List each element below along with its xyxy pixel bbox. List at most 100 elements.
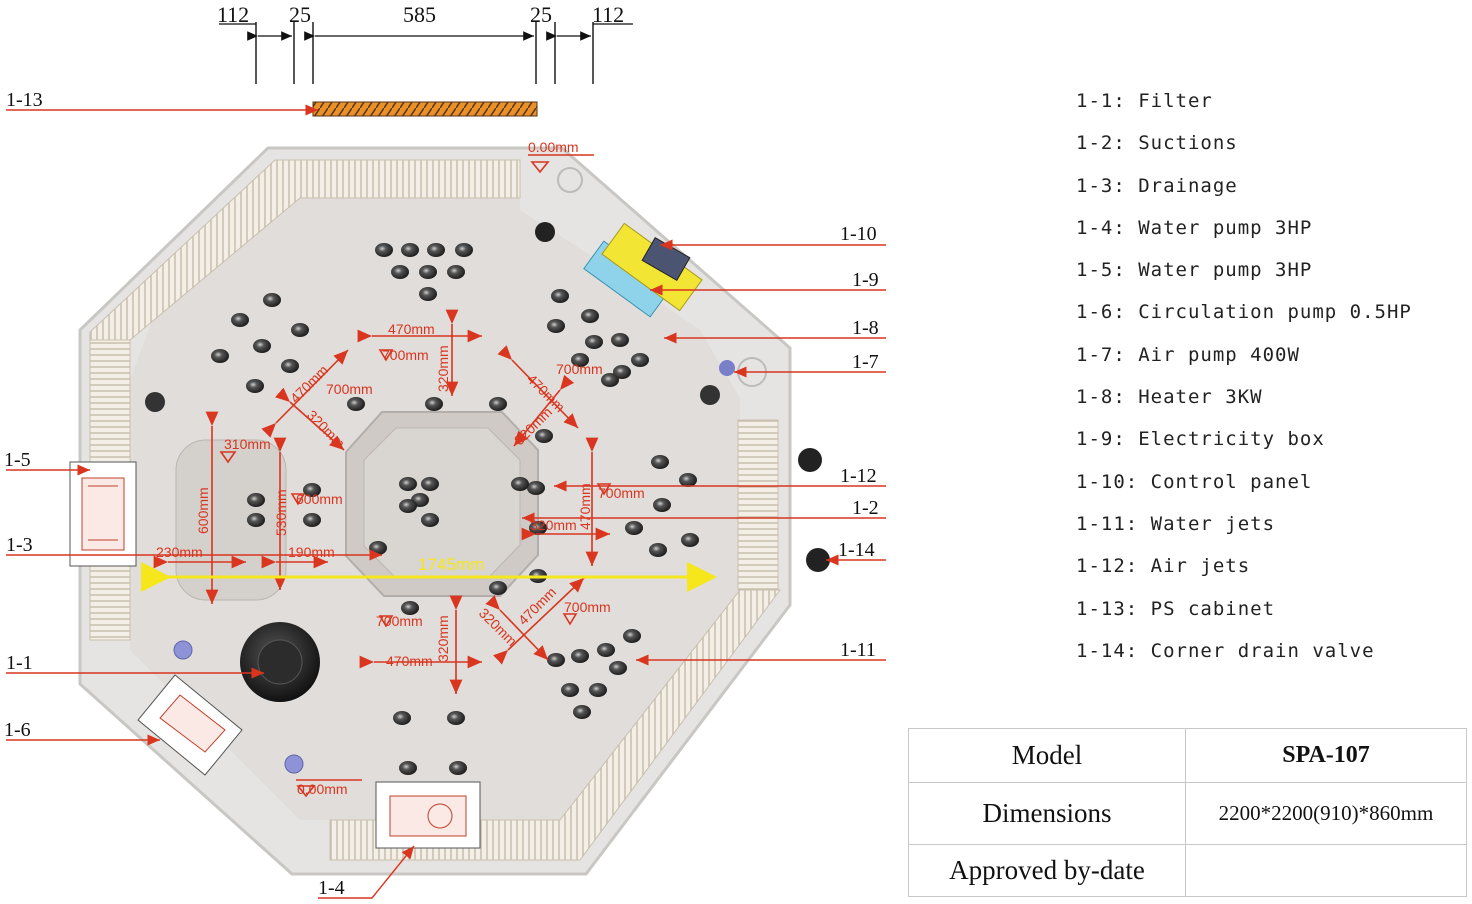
jet-nozzle-icon — [631, 353, 649, 367]
callout-1-4: 1-4 — [318, 877, 345, 899]
jet-nozzle-icon — [303, 513, 321, 527]
approved-label: Approved by-date — [908, 844, 1186, 897]
callout-1-8: 1-8 — [852, 317, 879, 339]
legend-item: 1-14: Corner drain valve — [1076, 639, 1375, 662]
dim-bottom-seat-width: 470mm — [386, 653, 433, 669]
legend-item: 1-10: Control panel — [1076, 470, 1313, 493]
jet-nozzle-icon — [447, 265, 465, 279]
jet-nozzle-icon — [623, 629, 641, 643]
jet-nozzle-icon — [611, 333, 629, 347]
callout-1-1: 1-1 — [6, 652, 33, 674]
jet-nozzle-icon — [613, 365, 631, 379]
jet-nozzle-icon — [253, 339, 271, 353]
legend-item: 1-1: Filter — [1076, 90, 1213, 112]
callout-1-3: 1-3 — [6, 534, 33, 556]
jet-nozzle-icon — [609, 661, 627, 675]
air-pump-indicator — [719, 360, 735, 376]
dim-lounger-w2: 190mm — [288, 544, 335, 560]
dim-top-seat-len: 320mm — [435, 345, 451, 392]
jet-nozzle-icon — [421, 513, 439, 527]
legend-item: 1-3: Drainage — [1076, 174, 1238, 197]
jet-nozzle-icon — [571, 649, 589, 663]
legend-item: 1-5: Water pump 3HP — [1076, 259, 1313, 282]
dim-bottom-level: 0.00mm — [297, 781, 348, 797]
jet-nozzle-icon — [375, 243, 393, 257]
jet-nozzle-icon — [573, 705, 591, 719]
jet-nozzle-icon — [231, 313, 249, 327]
jet-nozzle-icon — [447, 711, 465, 725]
ps-cabinet-bar — [312, 101, 538, 117]
jet-nozzle-icon — [511, 477, 529, 491]
jet-nozzle-icon — [427, 243, 445, 257]
legend-item: 1-11: Water jets — [1076, 512, 1276, 535]
jet-nozzle-icon — [649, 543, 667, 557]
jet-nozzle-icon — [399, 477, 417, 491]
jet-nozzle-icon — [401, 601, 419, 615]
jet-nozzle-icon — [393, 711, 411, 725]
dim-lounger-inner: 530mm — [273, 489, 289, 536]
component-legend: 1-1: Filter 1-2: Suctions 1-3: Drainage … — [1076, 86, 1412, 678]
jet-nozzle-icon — [601, 373, 619, 387]
legend-item: 1-7: Air pump 400W — [1076, 343, 1300, 366]
dim-lr-seat-depth: 700mm — [564, 599, 611, 615]
jet-nozzle-icon — [421, 477, 439, 491]
jet-nozzle-icon — [527, 481, 545, 495]
dim-112-left: 112 — [217, 2, 249, 27]
model-value: SPA-107 — [1185, 728, 1467, 783]
callout-1-13: 1-13 — [6, 89, 43, 111]
dim-585: 585 — [403, 2, 436, 27]
model-label: Model — [908, 728, 1186, 783]
dim-lounger-depth: 310mm — [224, 436, 271, 452]
legend-item: 1-2: Suctions — [1076, 132, 1238, 155]
top-dimension-chain: 112 25 585 25 112 — [217, 2, 633, 84]
jet-nozzle-icon — [449, 761, 467, 775]
jet-nozzle-icon — [581, 309, 599, 323]
spec-table: Model SPA-107 Dimensions 2200*2200(910)*… — [908, 728, 1467, 897]
dim-top-seat-depth: 700mm — [382, 347, 429, 363]
dim-right-seat-len: 320mm — [530, 517, 577, 533]
jet-nozzle-icon — [679, 473, 697, 487]
dim-ul-seat-depth: 700mm — [326, 381, 373, 397]
jet-nozzle-icon — [681, 533, 699, 547]
callout-1-11: 1-11 — [840, 639, 876, 661]
callout-1-7: 1-7 — [852, 351, 879, 373]
jet-nozzle-icon — [211, 349, 229, 363]
callout-1-12: 1-12 — [840, 465, 877, 487]
callout-1-5: 1-5 — [4, 449, 31, 471]
jet-nozzle-icon — [547, 653, 565, 667]
jet-nozzle-icon — [246, 379, 264, 393]
dimensions-value: 2200*2200(910)*860mm — [1185, 782, 1467, 845]
legend-item: 1-6: Circulation pump 0.5HP — [1076, 301, 1412, 324]
callout-labels: 1-13 1-10 1-9 1-8 1-7 1-5 1-3 1-12 1-2 1… — [4, 89, 879, 899]
jet-nozzle-icon — [625, 521, 643, 535]
callout-1-6: 1-6 — [4, 719, 31, 741]
callout-leaders — [6, 104, 886, 899]
jet-nozzle-icon — [489, 397, 507, 411]
jet-nozzle-icon — [303, 483, 321, 497]
dim-top-level: 0.00mm — [528, 139, 579, 155]
red-dimensions — [153, 154, 612, 798]
jet-nozzle-icon — [399, 499, 417, 513]
jet-nozzle-icon — [561, 683, 579, 697]
callout-1-10: 1-10 — [840, 223, 877, 245]
dim-right-seat-width: 470mm — [577, 483, 593, 530]
jet-nozzle-icon — [347, 397, 365, 411]
callout-1-14: 1-14 — [838, 539, 875, 561]
jet-nozzle-icon — [419, 265, 437, 279]
dim-25-left: 25 — [289, 2, 311, 27]
jet-nozzle-icon — [547, 319, 565, 333]
legend-item: 1-13: PS cabinet — [1076, 597, 1276, 620]
dim-bottom-seat-depth: 700mm — [376, 613, 423, 629]
jet-nozzle-icon — [489, 581, 507, 595]
jet-nozzle-icon — [263, 293, 281, 307]
jet-nozzle-icon — [585, 335, 603, 349]
pump-sketches — [69, 461, 481, 849]
legend-item: 1-9: Electricity box — [1076, 428, 1325, 451]
legend-item: 1-8: Heater 3KW — [1076, 386, 1263, 409]
jet-nozzle-icon — [247, 493, 265, 507]
jet-nozzle-icon — [399, 761, 417, 775]
jet-nozzle-icon — [455, 243, 473, 257]
jet-nozzle-icon — [651, 455, 669, 469]
dim-right-seat-depth: 700mm — [598, 485, 645, 501]
